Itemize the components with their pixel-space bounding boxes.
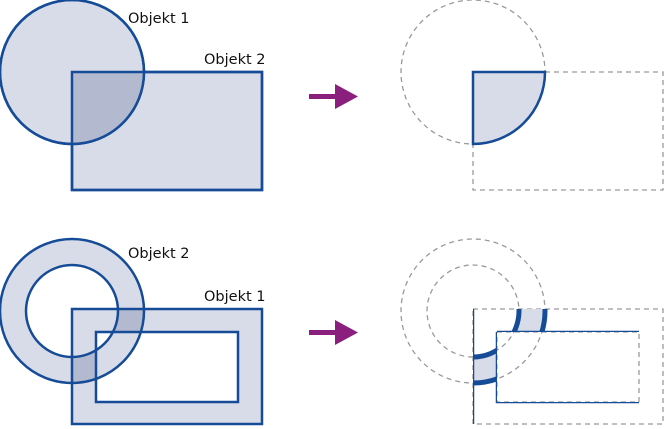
arrow-top bbox=[309, 84, 358, 109]
arrow-bottom bbox=[309, 320, 358, 345]
overlap-region bbox=[72, 72, 144, 144]
top-left-shapes bbox=[0, 0, 264, 192]
objekt-2-ring bbox=[0, 239, 144, 383]
top-right-result bbox=[400, 0, 664, 191]
dashed-outer-rect bbox=[472, 308, 664, 425]
objekt-1-frame-label: Objekt 1 bbox=[204, 289, 265, 305]
objekt-1-label: Objekt 1 bbox=[128, 11, 189, 27]
dashed-rectangle bbox=[472, 71, 664, 191]
objekt-2-label: Objekt 2 bbox=[204, 52, 265, 68]
rectangle-outline bbox=[70, 70, 264, 192]
bottom-left-shapes bbox=[0, 237, 264, 426]
objekt-2-ring-label: Objekt 2 bbox=[128, 246, 189, 262]
bottom-right-result bbox=[400, 238, 664, 425]
intersection-result bbox=[471, 70, 547, 146]
circle-outline bbox=[0, 0, 146, 146]
